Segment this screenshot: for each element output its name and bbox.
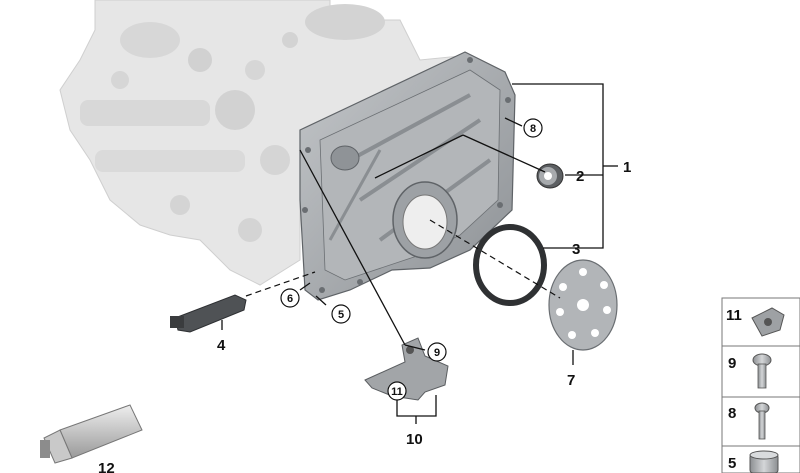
callout-2: 2 (576, 168, 584, 185)
callout-1: 1 (623, 159, 631, 176)
svg-text:11: 11 (391, 386, 403, 398)
panel-item-5: 5 (728, 450, 779, 473)
callout-4: 4 (217, 337, 226, 354)
callout-circle-8: 8 (523, 118, 543, 138)
callout-circle-5: 5 (331, 304, 351, 324)
callout-12: 12 (98, 460, 115, 473)
svg-text:11: 11 (726, 307, 742, 324)
callout-7: 7 (567, 372, 575, 389)
shaft-seal-ring (536, 163, 564, 189)
timing-case-cover (299, 51, 516, 301)
small-parts-panel: 11 9 8 5 (721, 297, 800, 473)
panel-item-8: 8 (728, 402, 770, 440)
callout-circle-9: 9 (427, 342, 447, 362)
callout-3: 3 (572, 241, 580, 258)
svg-text:5: 5 (728, 455, 736, 472)
panel-item-9: 9 (728, 353, 772, 389)
svg-text:8: 8 (530, 123, 536, 135)
callout-10: 10 (406, 431, 423, 448)
leader-lines (221, 83, 618, 424)
engine-block-illustration (59, 0, 471, 286)
crankshaft-sensor (170, 294, 247, 333)
callout-circle-6: 6 (280, 288, 300, 308)
svg-text:8: 8 (728, 405, 736, 422)
svg-text:6: 6 (287, 293, 293, 305)
tone-wheel-disc (548, 259, 618, 351)
panel-item-11: 11 (726, 307, 785, 337)
svg-text:9: 9 (728, 355, 736, 372)
callout-circle-11: 11 (387, 381, 407, 401)
o-ring-seal (473, 224, 547, 306)
sealant-tube (40, 404, 143, 464)
svg-text:9: 9 (434, 347, 440, 359)
svg-text:5: 5 (338, 309, 344, 321)
